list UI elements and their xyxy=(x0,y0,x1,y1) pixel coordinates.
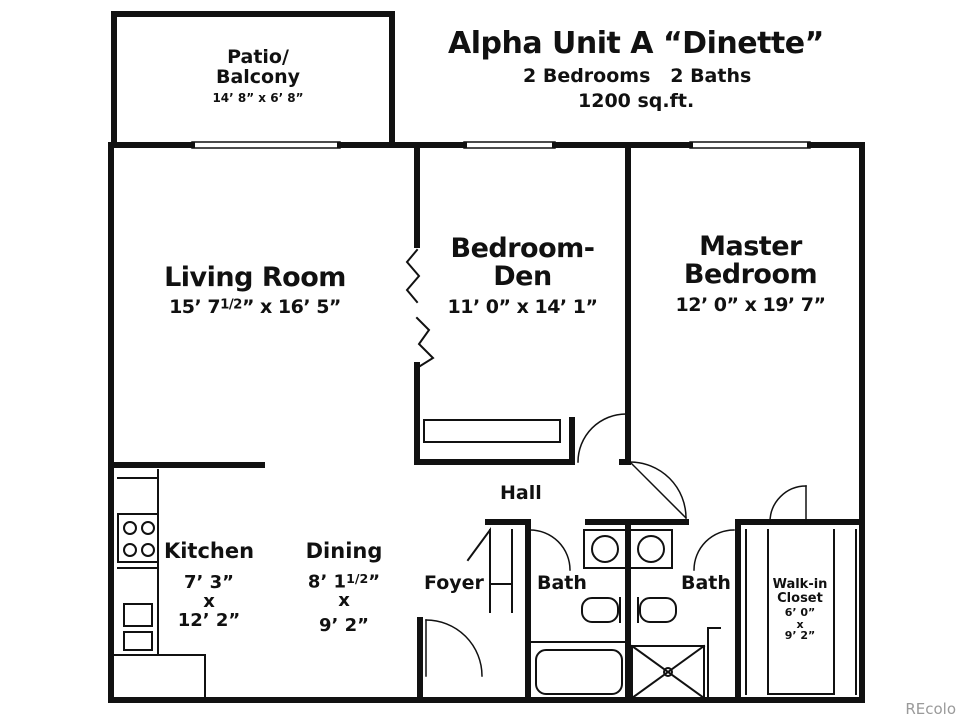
watermark: REcolo xyxy=(905,700,956,718)
walk-in-closet-name-line1: Walk-in xyxy=(772,577,828,592)
kitchen-dim-x: x xyxy=(203,590,215,612)
walk-in-closet-label: Walk-in Closet 6’ 0” x 9’ 2” xyxy=(766,578,834,642)
kitchen-dim-d: 12’ 2” xyxy=(177,609,241,631)
living-room-dims: 15’ 71/2” x 16’ 5” xyxy=(160,296,350,319)
kitchen-name: Kitchen xyxy=(163,539,255,563)
bedroom-den-name-line1: Bedroom- xyxy=(450,233,595,264)
plan-title: Alpha Unit A “Dinette” xyxy=(448,26,824,61)
dining-dim-d: 9’ 2” xyxy=(319,615,369,637)
living-room-dims-post: ” x 16’ 5” xyxy=(241,296,341,319)
foyer-label: Foyer xyxy=(424,572,484,594)
patio-label: Patio/ Balcony 14’ 8” x 6’ 8” xyxy=(208,46,308,105)
foyer-closet xyxy=(466,526,513,613)
windows xyxy=(191,141,811,149)
master-bedroom-name-line2: Bedroom xyxy=(683,259,818,291)
closet-shelving xyxy=(745,529,857,695)
door-swings xyxy=(425,413,807,677)
master-bedroom-label: Master Bedroom 12’ 0” x 19’ 7” xyxy=(668,231,833,316)
patio-name-line1: Patio/ xyxy=(227,46,289,68)
dining-dim-w-frac: 1/2 xyxy=(346,571,369,587)
bifold-doors xyxy=(405,248,435,370)
dining-dim-w: 8’ 11/2” xyxy=(296,572,392,592)
living-room-dims-frac: 1/2 xyxy=(220,297,242,313)
living-room-dims-pre: 15’ 7 xyxy=(169,296,221,319)
bath-2-fixtures xyxy=(629,529,721,701)
bedroom-den-dims: 11’ 0” x 14’ 1” xyxy=(447,295,598,318)
dining-label: Dining 8’ 11/2” x 9’ 2” xyxy=(296,540,392,636)
dining-name: Dining xyxy=(305,539,383,563)
bath-1-label: Bath xyxy=(537,572,587,594)
patio-name-line2: Balcony xyxy=(215,65,301,88)
walk-in-closet-dim-d: 9’ 2” xyxy=(784,629,816,643)
dining-dim-w-pre: 8’ 1 xyxy=(307,571,347,593)
patio-dims: 14’ 8” x 6’ 8” xyxy=(212,90,304,105)
interior-walls xyxy=(111,142,865,703)
bedroom-den-label: Bedroom- Den 11’ 0” x 14’ 1” xyxy=(440,233,605,318)
kitchen-fixtures xyxy=(113,469,206,701)
dining-dim-x: x xyxy=(338,590,350,612)
bath-2-label: Bath xyxy=(681,572,731,594)
bedroom-den-name-line2: Den xyxy=(493,261,552,293)
master-bedroom-name-line1: Master xyxy=(699,231,802,262)
master-bedroom-dims: 12’ 0” x 19’ 7” xyxy=(675,293,826,316)
living-room-name: Living Room xyxy=(164,262,346,293)
patio-walls xyxy=(111,11,395,145)
area-label: 1200 sq.ft. xyxy=(578,90,695,112)
walk-in-closet-name-line2: Closet xyxy=(777,590,823,606)
bath-1-fixtures xyxy=(531,529,627,695)
hall-label: Hall xyxy=(500,482,542,504)
walk-in-closet-dim-x: x xyxy=(796,617,804,631)
walk-in-closet-dim-w: 6’ 0” xyxy=(784,606,816,620)
dining-dim-w-post: ” xyxy=(368,571,381,593)
kitchen-label: Kitchen 7’ 3” x 12’ 2” xyxy=(162,540,256,631)
exterior-walls xyxy=(108,142,865,703)
living-room-label: Living Room 15’ 71/2” x 16’ 5” xyxy=(160,262,350,319)
rooms-summary: 2 Bedrooms 2 Baths xyxy=(523,65,752,87)
kitchen-dim-w: 7’ 3” xyxy=(184,572,234,594)
den-closet xyxy=(423,419,561,443)
